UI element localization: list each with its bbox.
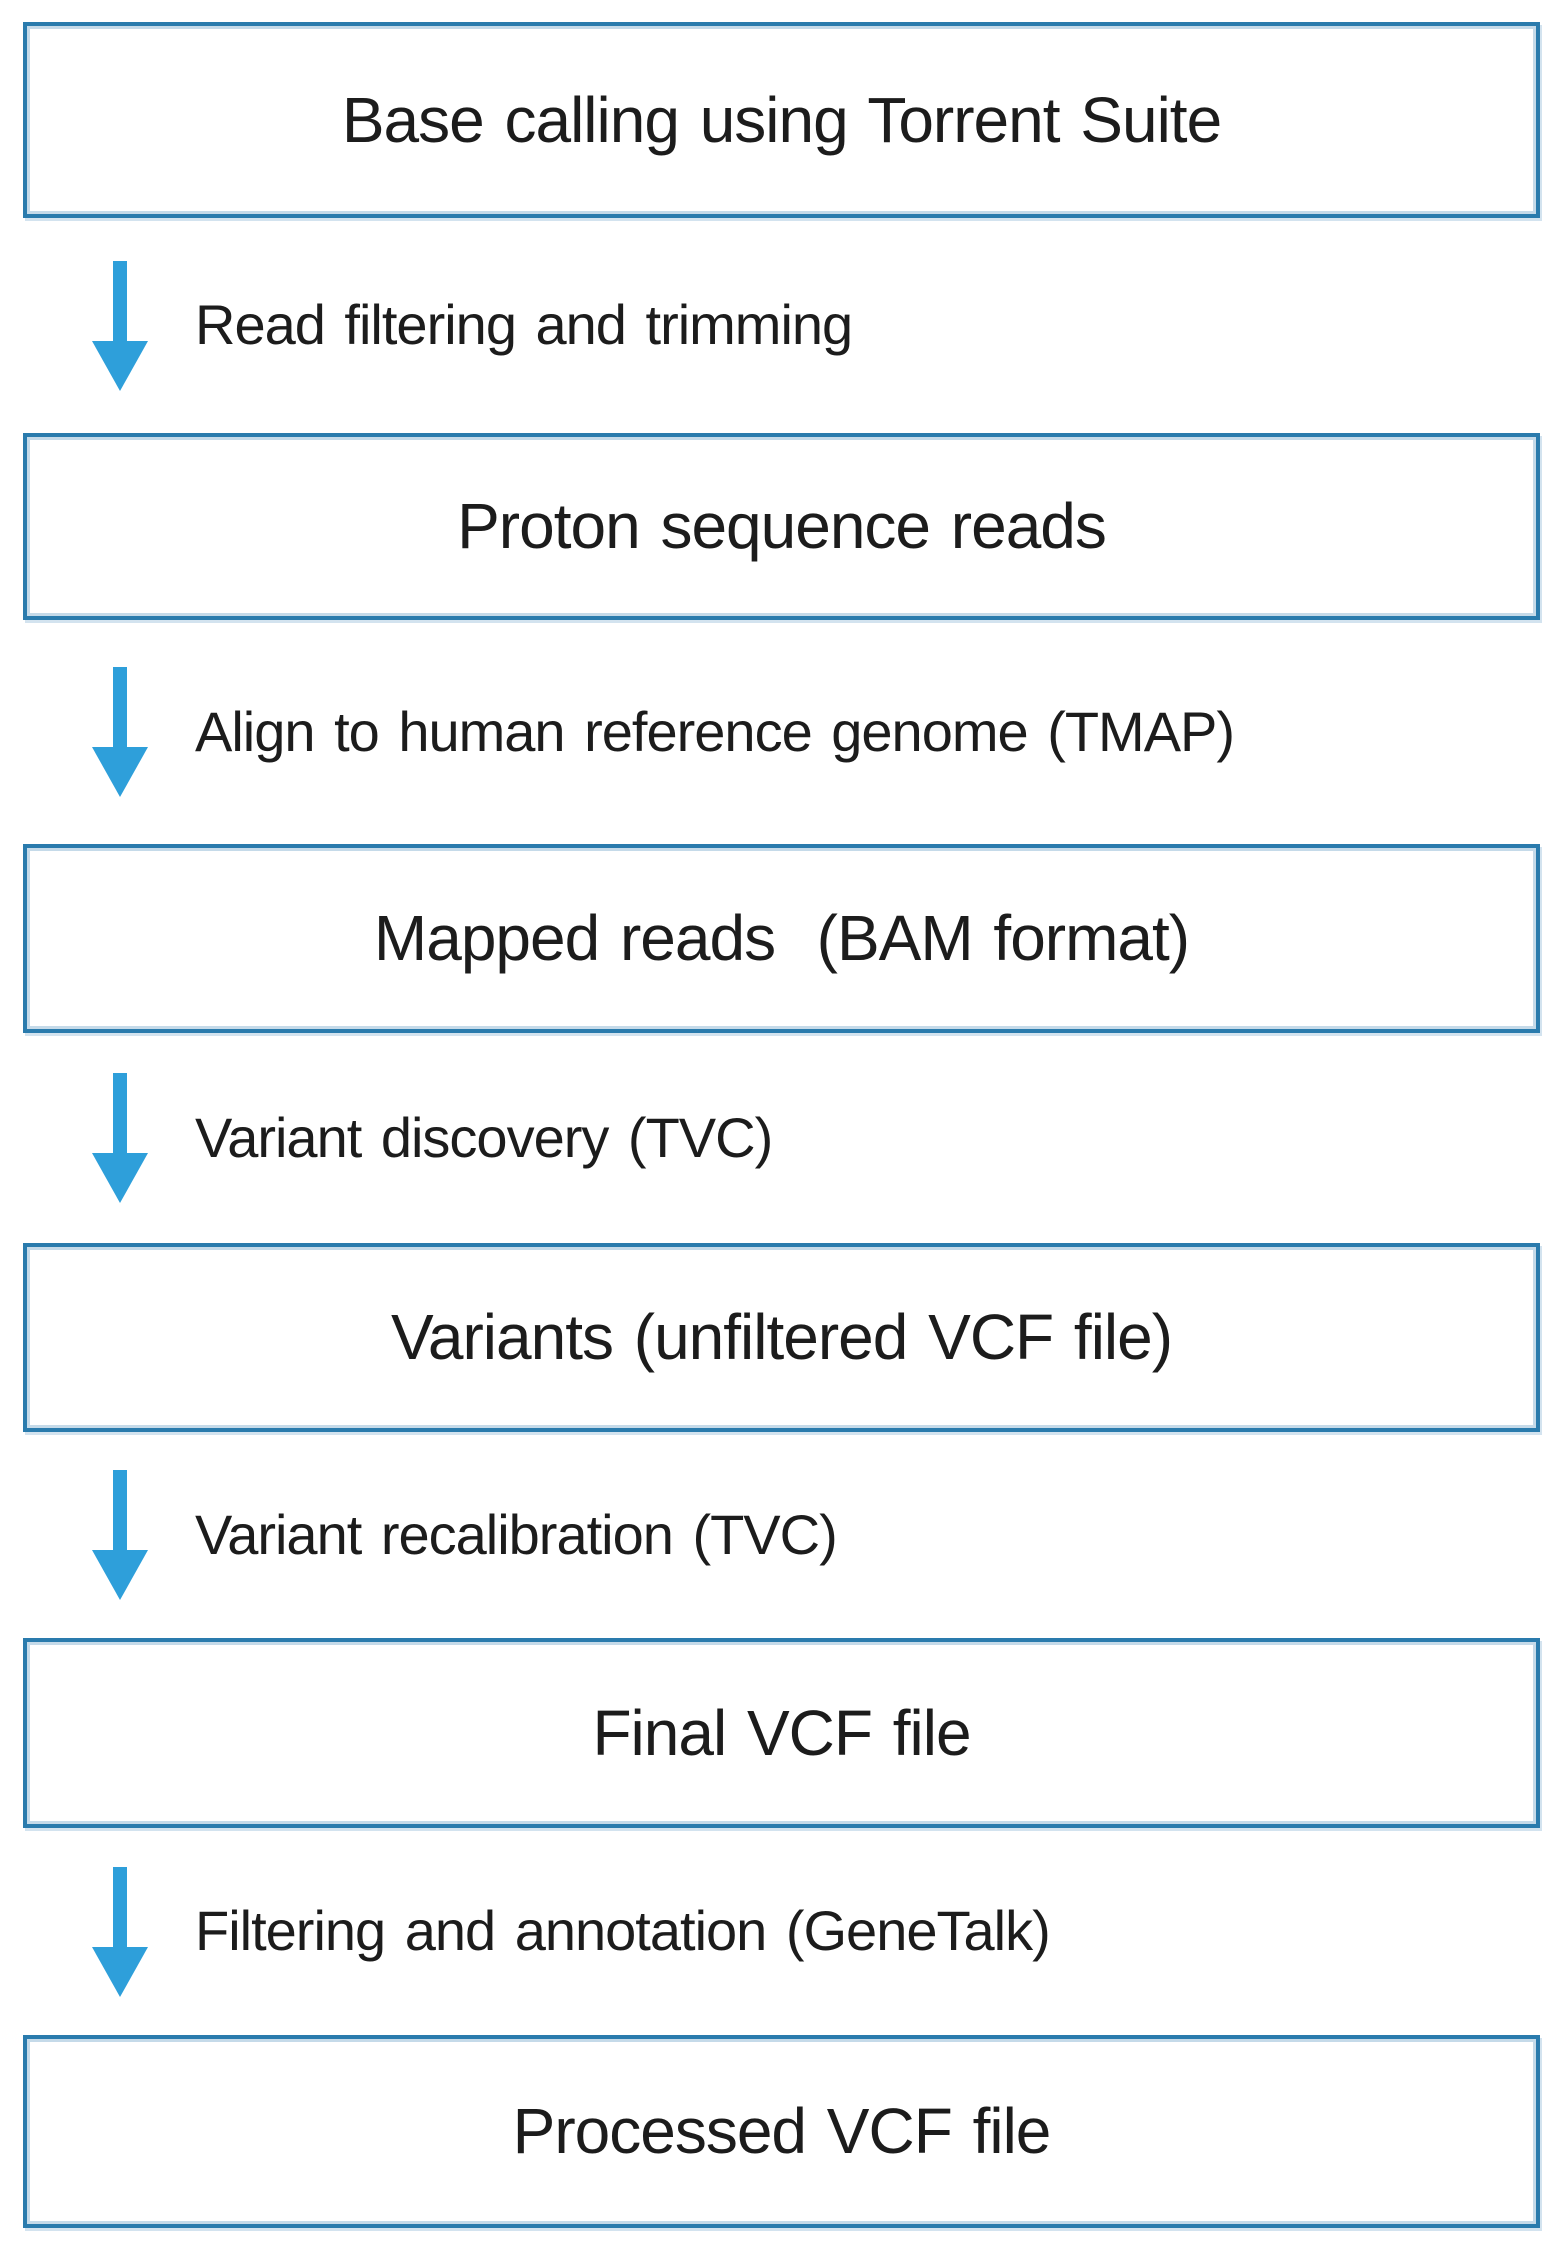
arrow-row-filtering-annotation: Filtering and annotation (GeneTalk) <box>92 1828 1555 2035</box>
step-box-final-vcf: Final VCF file <box>23 1638 1540 1828</box>
arrow-row-variant-discovery: Variant discovery (TVC) <box>92 1033 1555 1243</box>
step-box-processed-vcf: Processed VCF file <box>23 2035 1540 2228</box>
arrow-row-align: Align to human reference genome (TMAP) <box>92 620 1555 844</box>
down-arrow-icon <box>92 667 148 797</box>
arrow-label: Variant recalibration (TVC) <box>195 1502 838 1566</box>
arrow-label: Filtering and annotation (GeneTalk) <box>195 1899 1051 1963</box>
step-box-base-calling: Base calling using Torrent Suite <box>23 22 1540 218</box>
down-arrow-icon <box>92 1073 148 1203</box>
arrow-label: Read filtering and trimming <box>195 293 853 357</box>
step-box-unfiltered-variants: Variants (unfiltered VCF file) <box>23 1243 1540 1432</box>
down-arrow-icon <box>92 260 148 391</box>
arrow-row-variant-recalibration: Variant recalibration (TVC) <box>92 1432 1555 1638</box>
step-label: Base calling using Torrent Suite <box>341 83 1222 156</box>
arrow-label: Variant discovery (TVC) <box>195 1105 773 1169</box>
step-box-proton-reads: Proton sequence reads <box>23 433 1540 620</box>
step-label: Variants (unfiltered VCF file) <box>390 1301 1173 1374</box>
down-arrow-icon <box>92 1866 148 1997</box>
arrow-row-read-filtering: Read filtering and trimming <box>92 218 1555 433</box>
step-label: Final VCF file <box>592 1696 971 1769</box>
step-box-mapped-reads: Mapped reads (BAM format) <box>23 844 1540 1033</box>
arrow-label: Align to human reference genome (TMAP) <box>195 699 1235 763</box>
down-arrow-icon <box>92 1470 148 1600</box>
step-label: Proton sequence reads <box>457 490 1107 563</box>
step-label: Mapped reads (BAM format) <box>373 902 1190 975</box>
step-label: Processed VCF file <box>512 2095 1052 2168</box>
